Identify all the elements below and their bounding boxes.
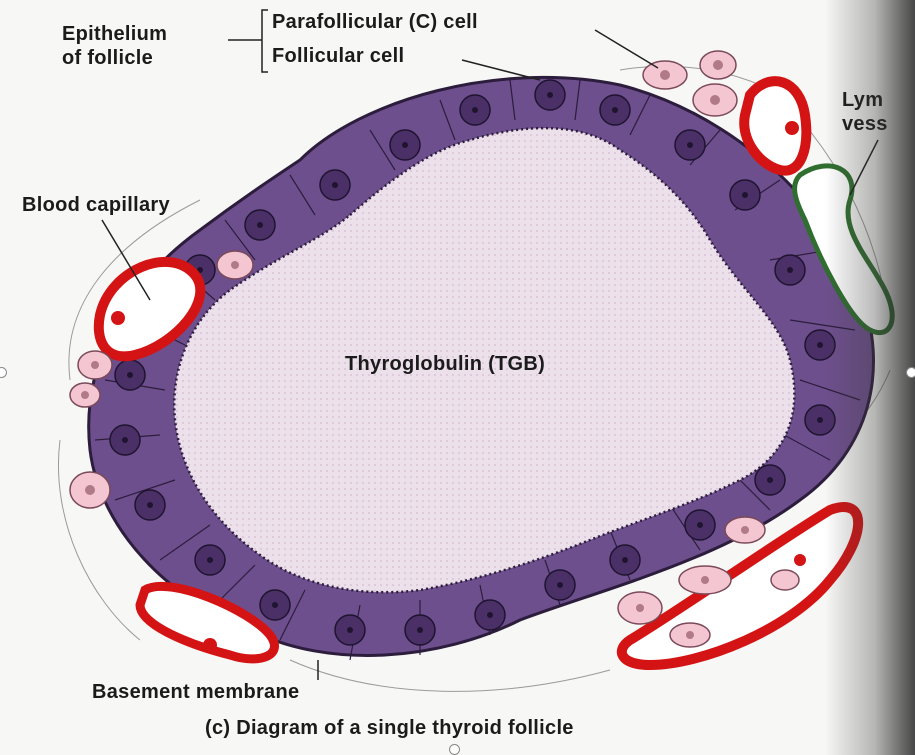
label-follicular-cell: Follicular cell xyxy=(272,45,405,67)
label-thyroglobulin: Thyroglobulin (TGB) xyxy=(345,353,546,375)
label-parafollicular-cell: Parafollicular (C) cell xyxy=(272,11,478,33)
label-lymph-vessel-line2: vess xyxy=(842,113,888,135)
label-blood-capillary: Blood capillary xyxy=(22,194,170,216)
resize-handle-right[interactable] xyxy=(906,367,915,378)
label-epithelium-line2: of follicle xyxy=(62,47,154,69)
label-epithelium-line1: Epithelium xyxy=(62,23,168,45)
blood-capillary-left xyxy=(93,256,206,362)
figure-caption: (c) Diagram of a single thyroid follicle xyxy=(205,717,574,739)
colloid-lumen xyxy=(173,126,796,594)
blood-capillary-top-right xyxy=(739,76,812,176)
resize-handle-left[interactable] xyxy=(0,367,7,378)
resize-handle-bottom[interactable] xyxy=(449,744,460,755)
blood-capillary-bottom-left xyxy=(135,581,279,664)
label-basement-membrane: Basement membrane xyxy=(92,681,300,703)
label-lymph-vessel-line1: Lym xyxy=(842,89,884,111)
